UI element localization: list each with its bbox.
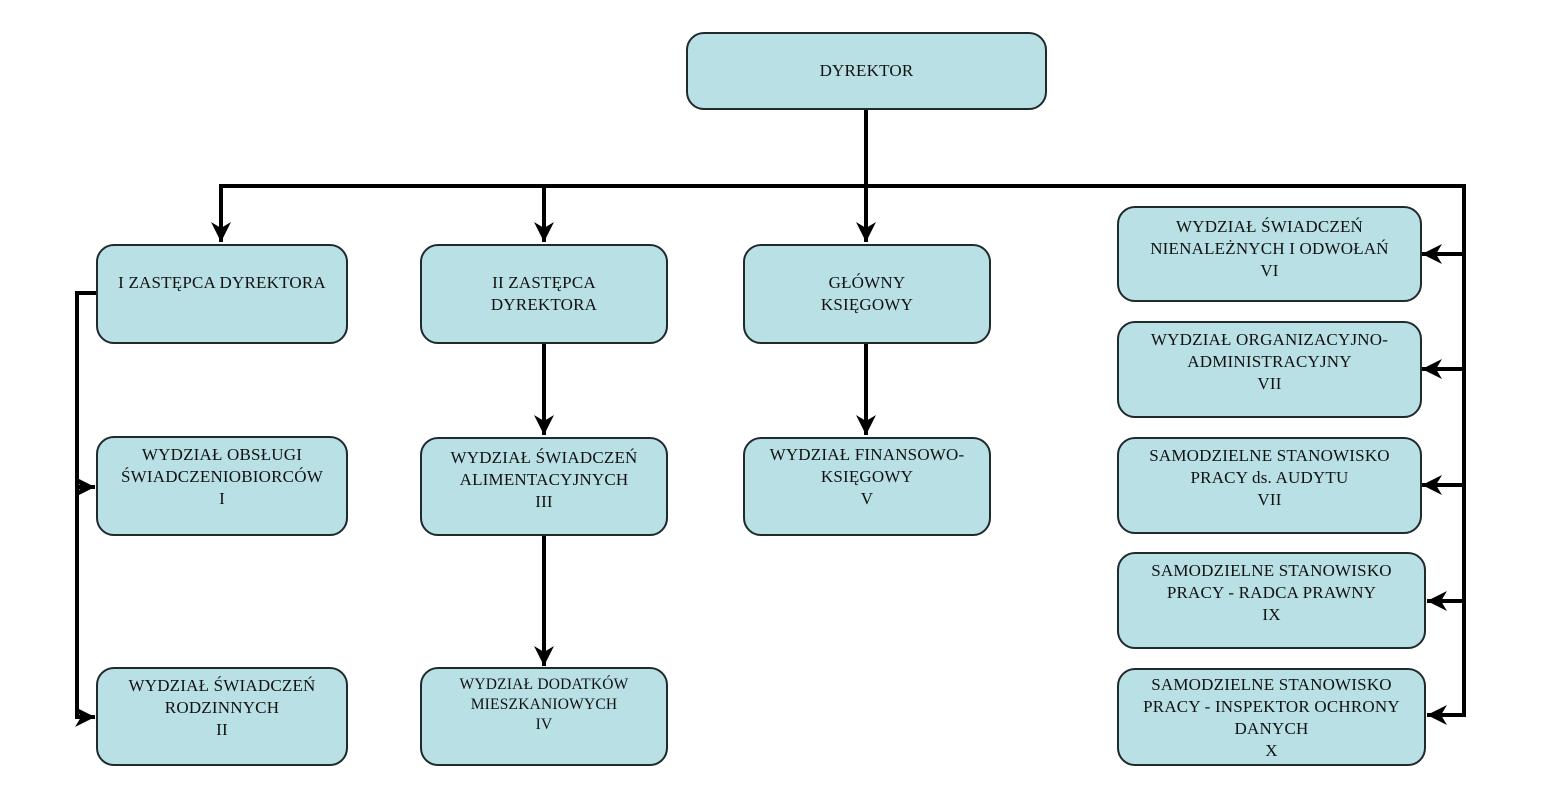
- node-wydzial-iii[interactable]: WYDZIAŁ ŚWIADCZEŃ ALIMENTACYJNYCH III: [420, 437, 668, 536]
- node-label: ALIMENTACYJNYCH: [459, 470, 629, 489]
- connector-left-bus: [75, 291, 98, 719]
- node-label: WYDZIAŁ FINANSOWO-: [769, 445, 965, 464]
- node-wydzial-i[interactable]: WYDZIAŁ OBSŁUGI ŚWIADCZENIOBIORCÓW I: [96, 436, 348, 536]
- node-label: DANYCH: [1234, 719, 1309, 738]
- node-zastepca-2[interactable]: II ZASTĘPCA DYREKTORA: [420, 244, 668, 344]
- node-label: DYREKTORA: [490, 295, 598, 314]
- node-label: KSIĘGOWY: [820, 295, 914, 314]
- node-inspektor-ochrony-danych[interactable]: SAMODZIELNE STANOWISKO PRACY - INSPEKTOR…: [1117, 668, 1426, 766]
- node-label: VI: [1260, 261, 1279, 280]
- node-zastepca-1[interactable]: I ZASTĘPCA DYREKTORA: [96, 244, 348, 344]
- node-label: WYDZIAŁ OBSŁUGI: [141, 445, 303, 464]
- node-label: III: [535, 492, 553, 511]
- node-label: II ZASTĘPCA: [492, 273, 596, 292]
- node-label: KSIĘGOWY: [820, 467, 914, 486]
- node-label: PRACY - RADCA PRAWNY: [1166, 583, 1377, 602]
- node-label: RODZINNYCH: [164, 698, 280, 717]
- node-label: MIESZKANIOWYCH: [470, 696, 618, 713]
- node-label: VII: [1257, 374, 1282, 393]
- node-wydzial-vi[interactable]: WYDZIAŁ ŚWIADCZEŃ NIENALEŻNYCH I ODWOŁAŃ…: [1117, 206, 1422, 302]
- node-label: NIENALEŻNYCH I ODWOŁAŃ: [1150, 239, 1389, 258]
- node-glowny-ksiegowy[interactable]: GŁÓWNY KSIĘGOWY: [743, 244, 991, 344]
- node-radca-prawny[interactable]: SAMODZIELNE STANOWISKO PRACY - RADCA PRA…: [1117, 552, 1426, 649]
- node-label: WYDZIAŁ ŚWIADCZEŃ: [128, 676, 316, 695]
- node-label: SAMODZIELNE STANOWISKO: [1151, 675, 1392, 694]
- node-label: ADMINISTRACYJNY: [1187, 352, 1352, 371]
- node-label: I ZASTĘPCA DYREKTORA: [118, 273, 326, 292]
- node-label: WYDZIAŁ ŚWIADCZEŃ: [450, 448, 638, 467]
- node-wydzial-vii[interactable]: WYDZIAŁ ORGANIZACYJNO- ADMINISTRACYJNY V…: [1117, 321, 1422, 418]
- node-audyt[interactable]: SAMODZIELNE STANOWISKO PRACY ds. AUDYTU …: [1117, 437, 1422, 534]
- node-label: WYDZIAŁ ŚWIADCZEŃ: [1175, 217, 1364, 236]
- node-label: IX: [1262, 605, 1281, 624]
- node-label: VII: [1257, 490, 1282, 509]
- node-label: V: [860, 489, 874, 508]
- node-label: SAMODZIELNE STANOWISKO: [1149, 446, 1390, 465]
- node-label: I: [219, 489, 225, 508]
- node-wydzial-ii[interactable]: WYDZIAŁ ŚWIADCZEŃ RODZINNYCH II: [96, 667, 348, 766]
- node-label: IV: [535, 716, 553, 733]
- node-dyrektor[interactable]: DYREKTOR: [686, 32, 1047, 110]
- node-label: PRACY ds. AUDYTU: [1190, 468, 1349, 487]
- node-label: WYDZIAŁ ORGANIZACYJNO-: [1150, 330, 1389, 349]
- node-label: X: [1265, 741, 1278, 760]
- node-label: WYDZIAŁ DODATKÓW: [459, 676, 629, 693]
- node-label: DYREKTOR: [819, 61, 914, 80]
- node-label: PRACY - INSPEKTOR OCHRONY: [1143, 697, 1400, 716]
- node-wydzial-iv[interactable]: WYDZIAŁ DODATKÓW MIESZKANIOWYCH IV: [420, 667, 668, 766]
- node-wydzial-v[interactable]: WYDZIAŁ FINANSOWO- KSIĘGOWY V: [743, 437, 991, 536]
- node-label: SAMODZIELNE STANOWISKO: [1151, 561, 1392, 580]
- node-label: II: [216, 720, 228, 739]
- node-label: ŚWIADCZENIOBIORCÓW: [121, 467, 323, 486]
- node-label: GŁÓWNY: [828, 273, 906, 292]
